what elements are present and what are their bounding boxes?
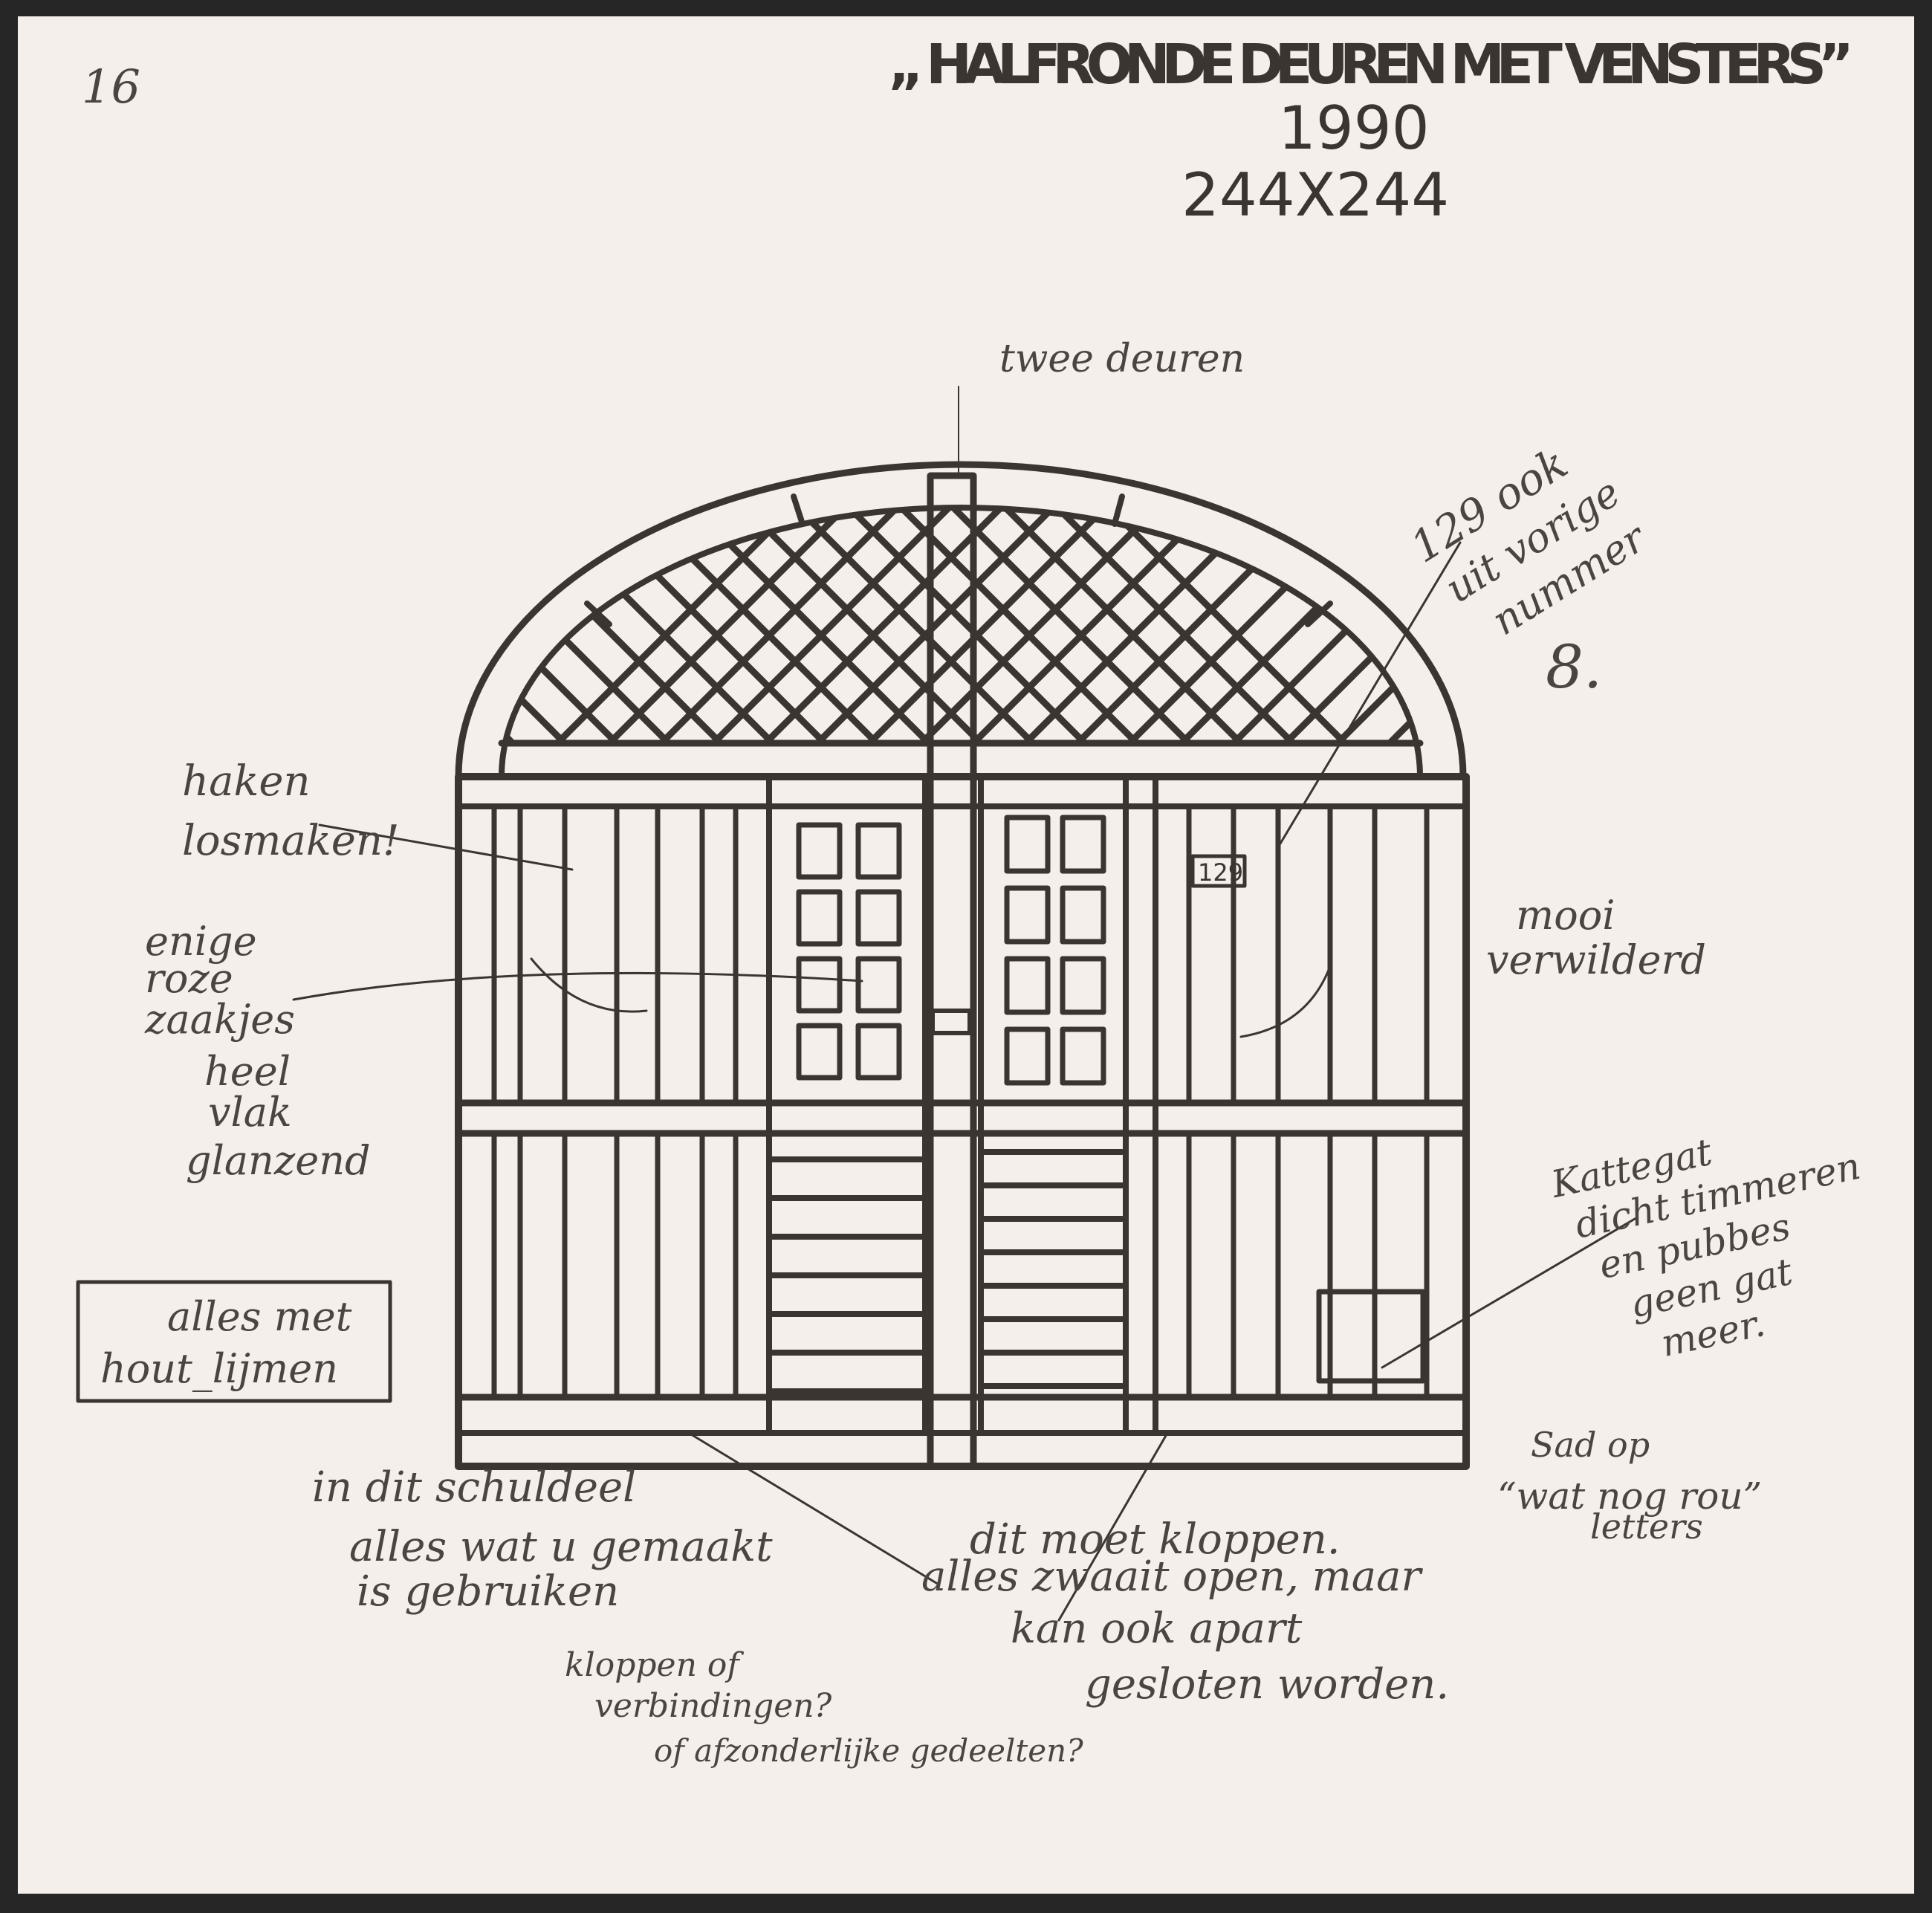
svg-text:heel: heel: [204, 1048, 291, 1095]
note-glanzend: heel vlak glanzend: [186, 1048, 371, 1184]
window-pane-left: [796, 1023, 843, 1081]
window-pane-right: [1060, 956, 1106, 1015]
window-pane-right: [1004, 956, 1051, 1015]
cat-flap-panel: [1316, 1289, 1426, 1384]
window-pane-right: [1060, 885, 1106, 945]
note-nummer-8: 8.: [1546, 632, 1602, 702]
window-pane-right: [1060, 815, 1106, 874]
window-pane-left: [855, 889, 902, 947]
svg-text:losmaken!: losmaken!: [182, 817, 400, 865]
door-number: 129: [1198, 858, 1243, 887]
arch-slat-right: [866, 508, 1141, 747]
note-twee-deuren: twee deuren: [999, 337, 1245, 381]
arch-slat-left: [502, 508, 620, 747]
window-pane-left: [796, 822, 843, 880]
window-pane-left: [855, 1023, 902, 1081]
note-verbindingen: kloppen of verbindingen? of afzonderlijk…: [565, 1646, 1083, 1769]
svg-text:alles zwaait open, maar: alles zwaait open, maar: [921, 1553, 1424, 1601]
svg-text:hout_lijmen: hout_lijmen: [100, 1345, 338, 1392]
paper: [18, 16, 1914, 1894]
svg-text:enige: enige: [145, 918, 257, 965]
svg-text:haken: haken: [182, 757, 311, 806]
svg-text:mooi: mooi: [1516, 892, 1615, 939]
svg-text:of afzonderlijke gedeelten?: of afzonderlijke gedeelten?: [654, 1732, 1083, 1769]
svg-text:alles wat u gemaakt: alles wat u gemaakt: [349, 1523, 773, 1571]
window-pane-left: [855, 956, 902, 1014]
door-lock: [930, 1009, 972, 1035]
arch-slat-right: [762, 508, 1037, 747]
window-pane-left: [796, 889, 843, 947]
window-pane-right: [1060, 1026, 1106, 1086]
arch-slat-right: [710, 508, 985, 747]
arch-slat-right: [658, 508, 933, 747]
hinge-arc-left: [530, 957, 648, 1013]
door-frame: 129: [455, 386, 1470, 1470]
door-windows: [796, 815, 1106, 1086]
page-number: 16: [82, 59, 140, 114]
note-roze: enige roze zaakjes: [144, 918, 295, 1043]
arch-slat-right: [606, 508, 881, 747]
drawing-year: 1990: [1278, 94, 1430, 163]
note-mooi: mooi verwilderd: [1486, 892, 1706, 983]
door-number-plate: [1190, 854, 1247, 888]
window-pane-left: [796, 956, 843, 1014]
svg-text:kloppen of: kloppen of: [565, 1646, 744, 1684]
note-kloppen: dit moet kloppen. alles zwaait open, maa…: [921, 1515, 1449, 1709]
note-letters: Sad op “wat nog rou” letters: [1497, 1425, 1762, 1547]
svg-text:gesloten worden.: gesloten worden.: [1085, 1660, 1449, 1709]
svg-text:is gebruiken: is gebruiken: [357, 1567, 619, 1616]
svg-text:roze: roze: [145, 955, 233, 1002]
svg-text:zaakjes: zaakjes: [144, 996, 295, 1043]
svg-text:vlak: vlak: [208, 1089, 292, 1136]
drawing-title: „ HALFRONDE DEUREN MET VENSTERS”: [888, 33, 1854, 97]
hinge-arc-right: [1239, 965, 1332, 1038]
note-hout-lijmen-box: alles met hout_lijmen: [76, 1280, 392, 1403]
note-schuldeel: in dit schuldeel alles wat u gemaakt is …: [312, 1463, 773, 1616]
svg-text:alles met: alles met: [167, 1293, 352, 1340]
window-pane-right: [1004, 885, 1051, 945]
svg-text:letters: letters: [1590, 1506, 1703, 1547]
svg-text:verbindingen?: verbindingen?: [594, 1687, 832, 1725]
svg-text:“wat nog rou”: “wat nog rou”: [1497, 1475, 1762, 1518]
arch-slat-right: [1334, 508, 1420, 747]
arch-slat-right: [814, 508, 1089, 747]
annotation-leaders: [292, 541, 1636, 1622]
svg-text:dit moet kloppen.: dit moet kloppen.: [970, 1515, 1341, 1564]
window-pane-right: [1004, 1026, 1051, 1086]
drawing-dimensions: 244X244: [1181, 161, 1449, 230]
svg-text:glanzend: glanzend: [186, 1137, 371, 1184]
svg-text:kan ook apart: kan ook apart: [1011, 1605, 1303, 1653]
svg-text:verwilderd: verwilderd: [1486, 936, 1706, 983]
svg-text:Sad op: Sad op: [1531, 1425, 1650, 1465]
note-haken: haken losmaken!: [182, 757, 400, 865]
window-pane-left: [855, 822, 902, 880]
window-pane-right: [1004, 815, 1051, 874]
svg-text:in dit schuldeel: in dit schuldeel: [312, 1463, 636, 1512]
